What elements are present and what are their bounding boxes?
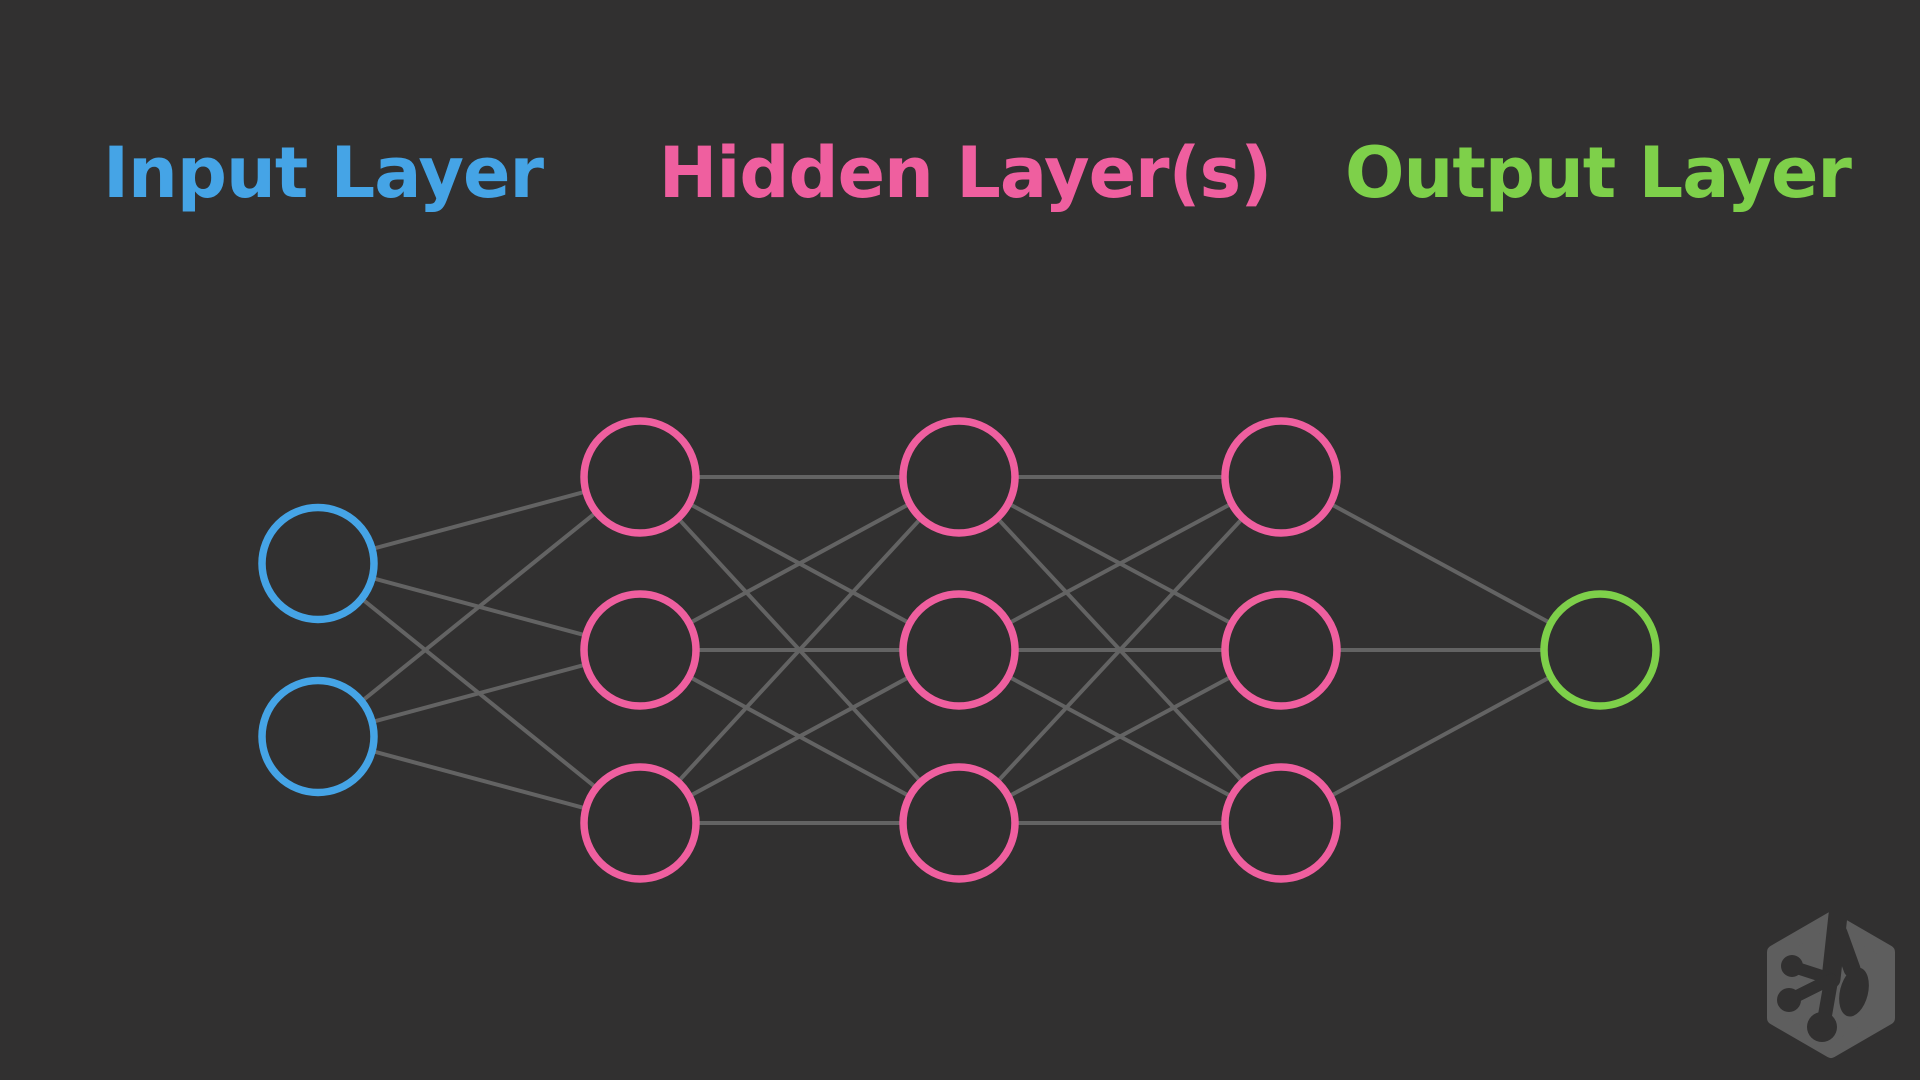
hexagon-frog-logo-icon [1767,910,1895,1058]
network-edge [316,475,642,739]
network-edge [958,648,1282,825]
hidden-layer-2-node-3 [899,763,1019,883]
hidden-layer-1-node-1 [580,417,700,537]
hidden-layer-1-node-2 [580,590,700,710]
hidden-layer-1-node-3 [580,763,700,883]
hidden-layer-3-node-1 [1221,417,1341,537]
network-edge [639,648,960,825]
network-edge [958,475,1282,652]
hidden-layer-heading: Hidden Layer(s) [658,132,1272,214]
network-edge [1280,648,1601,825]
hidden-layer-3-node-2 [1221,590,1341,710]
frog-foot-cutout [1777,910,1869,1042]
network-edge [639,475,960,652]
input-layer-node-2 [258,676,378,797]
hidden-layer-2-node-2 [899,590,1019,710]
output-layer-node-1 [1540,590,1660,710]
input-layer-node-1 [258,503,378,624]
network-edge [957,475,1283,825]
hidden-layer-2-node-1 [899,417,1019,537]
input-layer-heading: Input Layer [103,132,544,214]
output-layer-heading: Output Layer [1345,132,1852,214]
hidden-layer-3-node-3 [1221,763,1341,883]
network-edge [1280,475,1601,652]
network-edge [638,475,961,825]
nodes-group [258,417,1660,883]
